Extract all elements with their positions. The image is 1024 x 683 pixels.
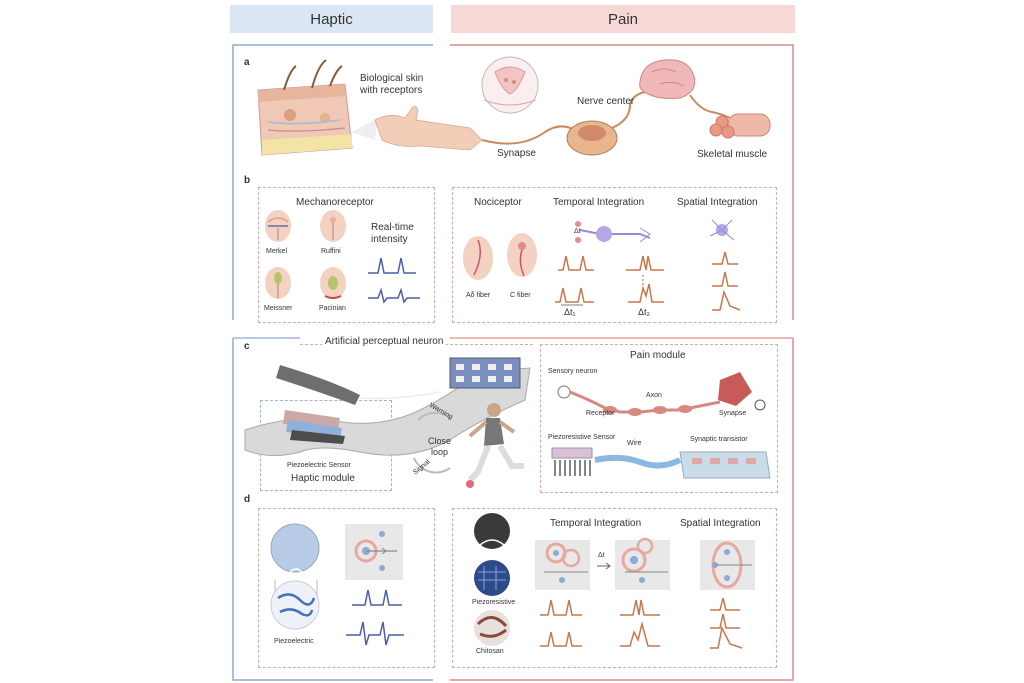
panel-d-left-box [258, 508, 435, 668]
sensor-layer-top [276, 365, 360, 405]
realtime-intensity-title: Real-time intensity [371, 222, 414, 245]
piezoresistive-sensor-label: Piezoresistive Sensor [548, 434, 616, 441]
piezoresistive-image [474, 560, 510, 596]
d-temporal-trace-1b [540, 631, 582, 647]
hand-arm [374, 106, 483, 151]
piezoelectric-surface-image [271, 524, 319, 572]
chitosan-image [474, 610, 510, 646]
ruffini-label: Ruffini [321, 248, 341, 255]
d-spatial-trace-2 [710, 613, 740, 629]
pain-header-label: Pain [607, 10, 639, 28]
wire [594, 454, 682, 469]
panel-c-label: c [244, 341, 250, 352]
temporal-trace-2a [555, 287, 594, 303]
piezoelectric-sensor-label: Piezoelectric Sensor [287, 462, 351, 469]
material-image-1 [474, 513, 510, 549]
dt-small-label: Δt [574, 228, 581, 235]
adelta-fiber-icon [463, 236, 493, 280]
temporal-neuron [575, 221, 651, 243]
sensor-layer-3 [290, 430, 345, 444]
piezoresistive-pad [551, 447, 593, 459]
dt2-label: Δt₂ [638, 307, 651, 317]
runner-figure [466, 403, 524, 488]
ruffini-icon [320, 210, 346, 242]
spatial-integration-title-d: Spatial Integration [680, 518, 761, 529]
haptic-header: Haptic [230, 5, 433, 33]
synaptic-transistor-label: Synaptic transistor [690, 436, 748, 443]
d-temporal-trace-2a [620, 599, 660, 616]
synapse-c-label: Synapse [719, 410, 747, 417]
pacinian-icon [320, 267, 346, 299]
nerve-center-label: Nerve center [577, 96, 635, 107]
spatial-neuron [709, 219, 735, 241]
panel-b-label: b [244, 175, 251, 186]
chip-array [449, 357, 521, 389]
temporal-trace-1b [626, 255, 664, 271]
nociceptor-box [452, 187, 777, 323]
mechanoreceptor-title: Mechanoreceptor [296, 197, 374, 208]
spatial-trace-2 [712, 271, 738, 287]
pain-header: Pain [451, 5, 795, 33]
spatial-integration-title-b: Spatial Integration [677, 197, 758, 208]
close-loop-label: Close loop [428, 436, 452, 457]
d-spatial-trace-3 [710, 625, 743, 649]
synapse-label: Synapse [497, 148, 536, 159]
piezoresistive-label: Piezoresistive [472, 599, 516, 606]
pain-module-box [540, 344, 778, 493]
piezoelectric-label: Piezoelectric [274, 638, 314, 645]
nociceptor-title: Nociceptor [474, 197, 522, 208]
piezo-trace-1 [352, 589, 402, 606]
sensory-neuron-label: Sensory neuron [548, 368, 598, 375]
receptor-label: Receptor [586, 410, 615, 417]
d-temporal-trace-2b [620, 621, 660, 647]
skeletal-muscle [709, 113, 771, 139]
temporal-integration-title-d: Temporal Integration [550, 518, 642, 529]
dt-d-label: Δt [598, 552, 605, 559]
dt1-label: Δt₁ [564, 307, 576, 317]
d-spatial-trace-1 [710, 597, 740, 611]
adelta-fiber-label: Aδ fiber [466, 292, 491, 299]
chitosan-label: Chitosan [476, 648, 504, 655]
piezo-trace-2 [346, 621, 404, 646]
panel-d-right-box [452, 508, 777, 668]
haptic-module-label: Haptic module [291, 473, 355, 484]
haptic-header-label: Haptic [310, 10, 353, 28]
panel-d-label: d [244, 494, 251, 505]
intensity-trace-1 [368, 257, 416, 274]
mechanoreceptor-box [258, 187, 435, 323]
spatial-trace-3 [712, 289, 741, 311]
merkel-icon [265, 210, 291, 242]
skin-label: Biological skin with receptors [360, 73, 424, 96]
pain-module-label: Pain module [630, 350, 686, 361]
apn-title: Artificial perceptual neuron [322, 336, 447, 347]
temporal-trace-1a [558, 255, 594, 271]
intensity-trace-2 [368, 287, 420, 304]
skeletal-muscle-label: Skeletal muscle [697, 149, 768, 160]
spatial-trace-1 [712, 251, 738, 265]
synapse-neuron-body [718, 372, 752, 406]
axon-label: Axon [646, 392, 662, 399]
c-fiber-icon [507, 233, 537, 277]
pacinian-label: Pacinian [319, 305, 346, 312]
meissner-icon [265, 267, 291, 299]
skin-block [257, 59, 353, 156]
d-temporal-trace-1a [540, 599, 582, 616]
wire-label: Wire [627, 440, 642, 447]
c-fiber-label: C fiber [510, 292, 531, 299]
haptic-schematic [345, 524, 403, 580]
meissner-label: Meissner [264, 305, 293, 312]
panel-a-label: a [244, 57, 250, 68]
temporal-integration-title-b: Temporal Integration [553, 197, 645, 208]
merkel-label: Merkel [266, 248, 288, 255]
temporal-trace-2b [628, 283, 664, 303]
